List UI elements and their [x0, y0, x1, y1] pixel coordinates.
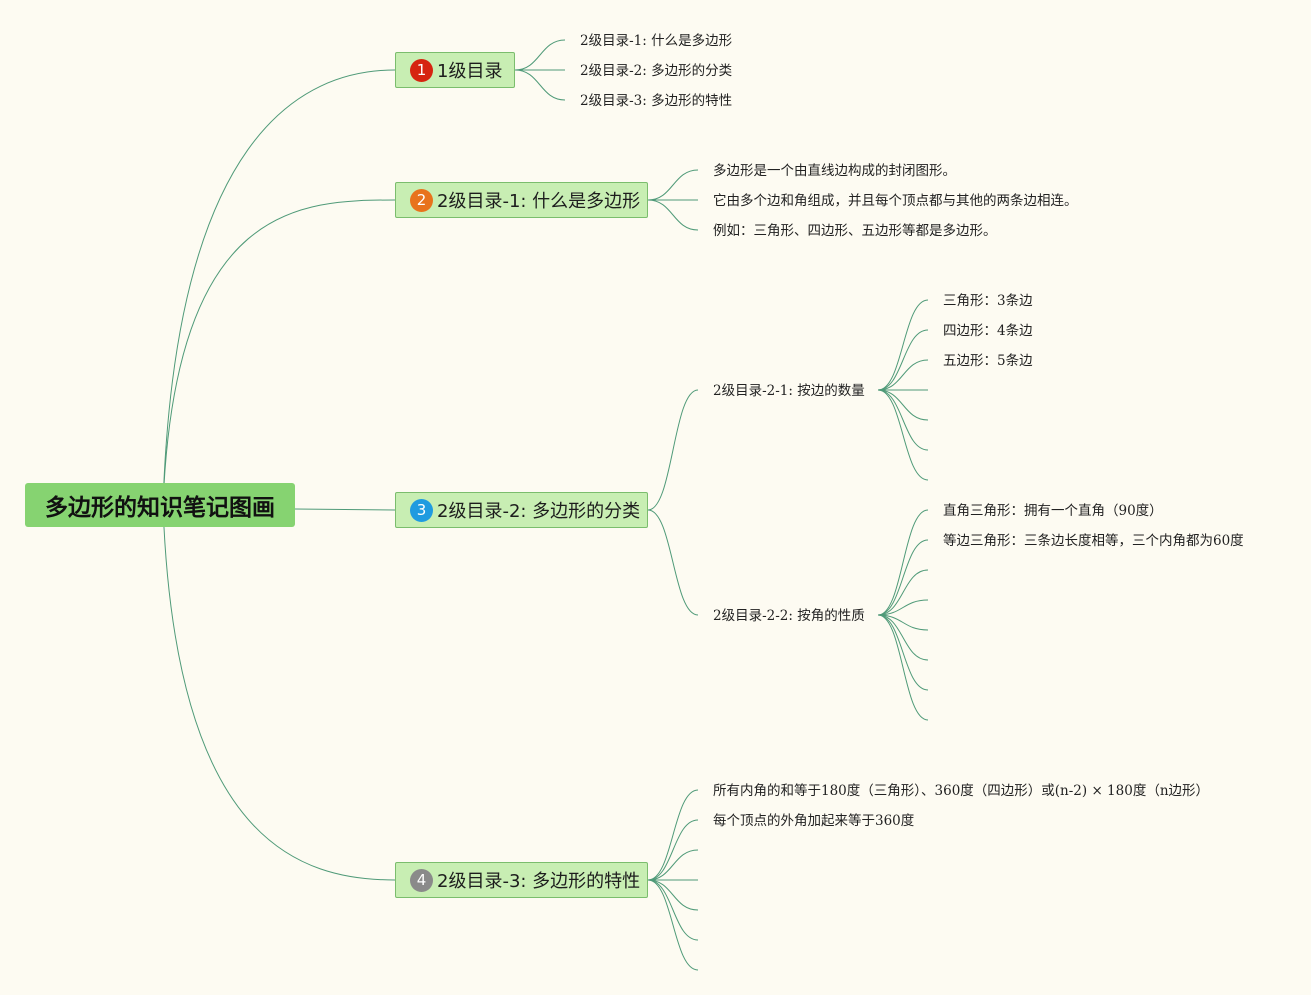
connector-line	[647, 879, 699, 911]
leaf-item[interactable]: 直角三角形：拥有一个直角（90度）	[943, 503, 1163, 519]
topic-label: 2级目录-1: 什么是多边形	[437, 191, 641, 212]
leaf-item[interactable]: 等边三角形：三条边长度相等，三个内角都为60度	[943, 533, 1244, 549]
topic-label: 1级目录	[437, 61, 503, 82]
leaf-item[interactable]: 例如：三角形、四边形、五边形等都是多边形。	[713, 223, 997, 239]
priority-4-icon: 4	[410, 868, 433, 892]
subtopic-by-sides[interactable]: 2级目录-2-1: 按边的数量	[713, 383, 865, 399]
connector-line	[877, 614, 929, 631]
connector-line	[877, 389, 929, 421]
connector-line	[877, 569, 929, 616]
connector-line	[877, 614, 929, 721]
leaf-item[interactable]: 它由多个边和角组成，并且每个顶点都与其他的两条边相连。	[713, 193, 1078, 209]
connector-line	[647, 819, 699, 881]
connector-line	[647, 879, 699, 941]
topic-level1[interactable]: 1 1级目录	[395, 52, 515, 88]
leaf-item[interactable]: 2级目录-3: 多边形的特性	[580, 93, 733, 109]
topic-classification[interactable]: 3 2级目录-2: 多边形的分类	[395, 492, 648, 528]
topic-properties[interactable]: 4 2级目录-3: 多边形的特性	[395, 862, 648, 898]
connector-line	[877, 599, 929, 616]
connector-line	[877, 509, 929, 616]
connector-line	[647, 509, 699, 616]
leaf-item[interactable]: 多边形是一个由直线边构成的封闭图形。	[713, 163, 956, 179]
priority-2-icon: 2	[410, 188, 433, 212]
leaf-item[interactable]: 所有内角的和等于180度（三角形）、360度（四边形）或(n-2) × 180度…	[713, 783, 1210, 799]
connector-line	[877, 539, 929, 616]
connector-line	[514, 69, 566, 101]
connector-line	[647, 789, 699, 881]
connector-line	[877, 329, 929, 391]
connector-line	[877, 359, 929, 391]
leaf-item[interactable]: 四边形：4条边	[943, 323, 1033, 339]
topic-what-is-polygon[interactable]: 2 2级目录-1: 什么是多边形	[395, 182, 648, 218]
topic-label: 2级目录-3: 多边形的特性	[437, 871, 641, 892]
connector-line	[162, 199, 396, 506]
connector-line	[647, 879, 699, 971]
connector-line	[647, 849, 699, 881]
connector-line	[162, 504, 396, 881]
priority-1-icon: 1	[410, 58, 433, 82]
connector-line	[294, 508, 396, 511]
leaf-item[interactable]: 2级目录-1: 什么是多边形	[580, 33, 733, 49]
connector-line	[877, 389, 929, 451]
connector-line	[647, 199, 699, 231]
connector-line	[877, 389, 929, 481]
leaf-item[interactable]: 2级目录-2: 多边形的分类	[580, 63, 733, 79]
connector-line	[877, 299, 929, 391]
subtopic-by-angles[interactable]: 2级目录-2-2: 按角的性质	[713, 608, 865, 624]
connector-line	[877, 614, 929, 661]
connector-line	[514, 39, 566, 71]
connector-line	[162, 69, 396, 506]
leaf-item[interactable]: 三角形：3条边	[943, 293, 1033, 309]
connector-line	[647, 389, 699, 511]
leaf-item[interactable]: 五边形：5条边	[943, 353, 1033, 369]
connector-line	[647, 169, 699, 201]
root-topic[interactable]: 多边形的知识笔记图画	[25, 483, 295, 527]
leaf-item[interactable]: 每个顶点的外角加起来等于360度	[713, 813, 915, 829]
priority-3-icon: 3	[410, 498, 433, 522]
topic-label: 2级目录-2: 多边形的分类	[437, 501, 641, 522]
connector-line	[877, 614, 929, 691]
